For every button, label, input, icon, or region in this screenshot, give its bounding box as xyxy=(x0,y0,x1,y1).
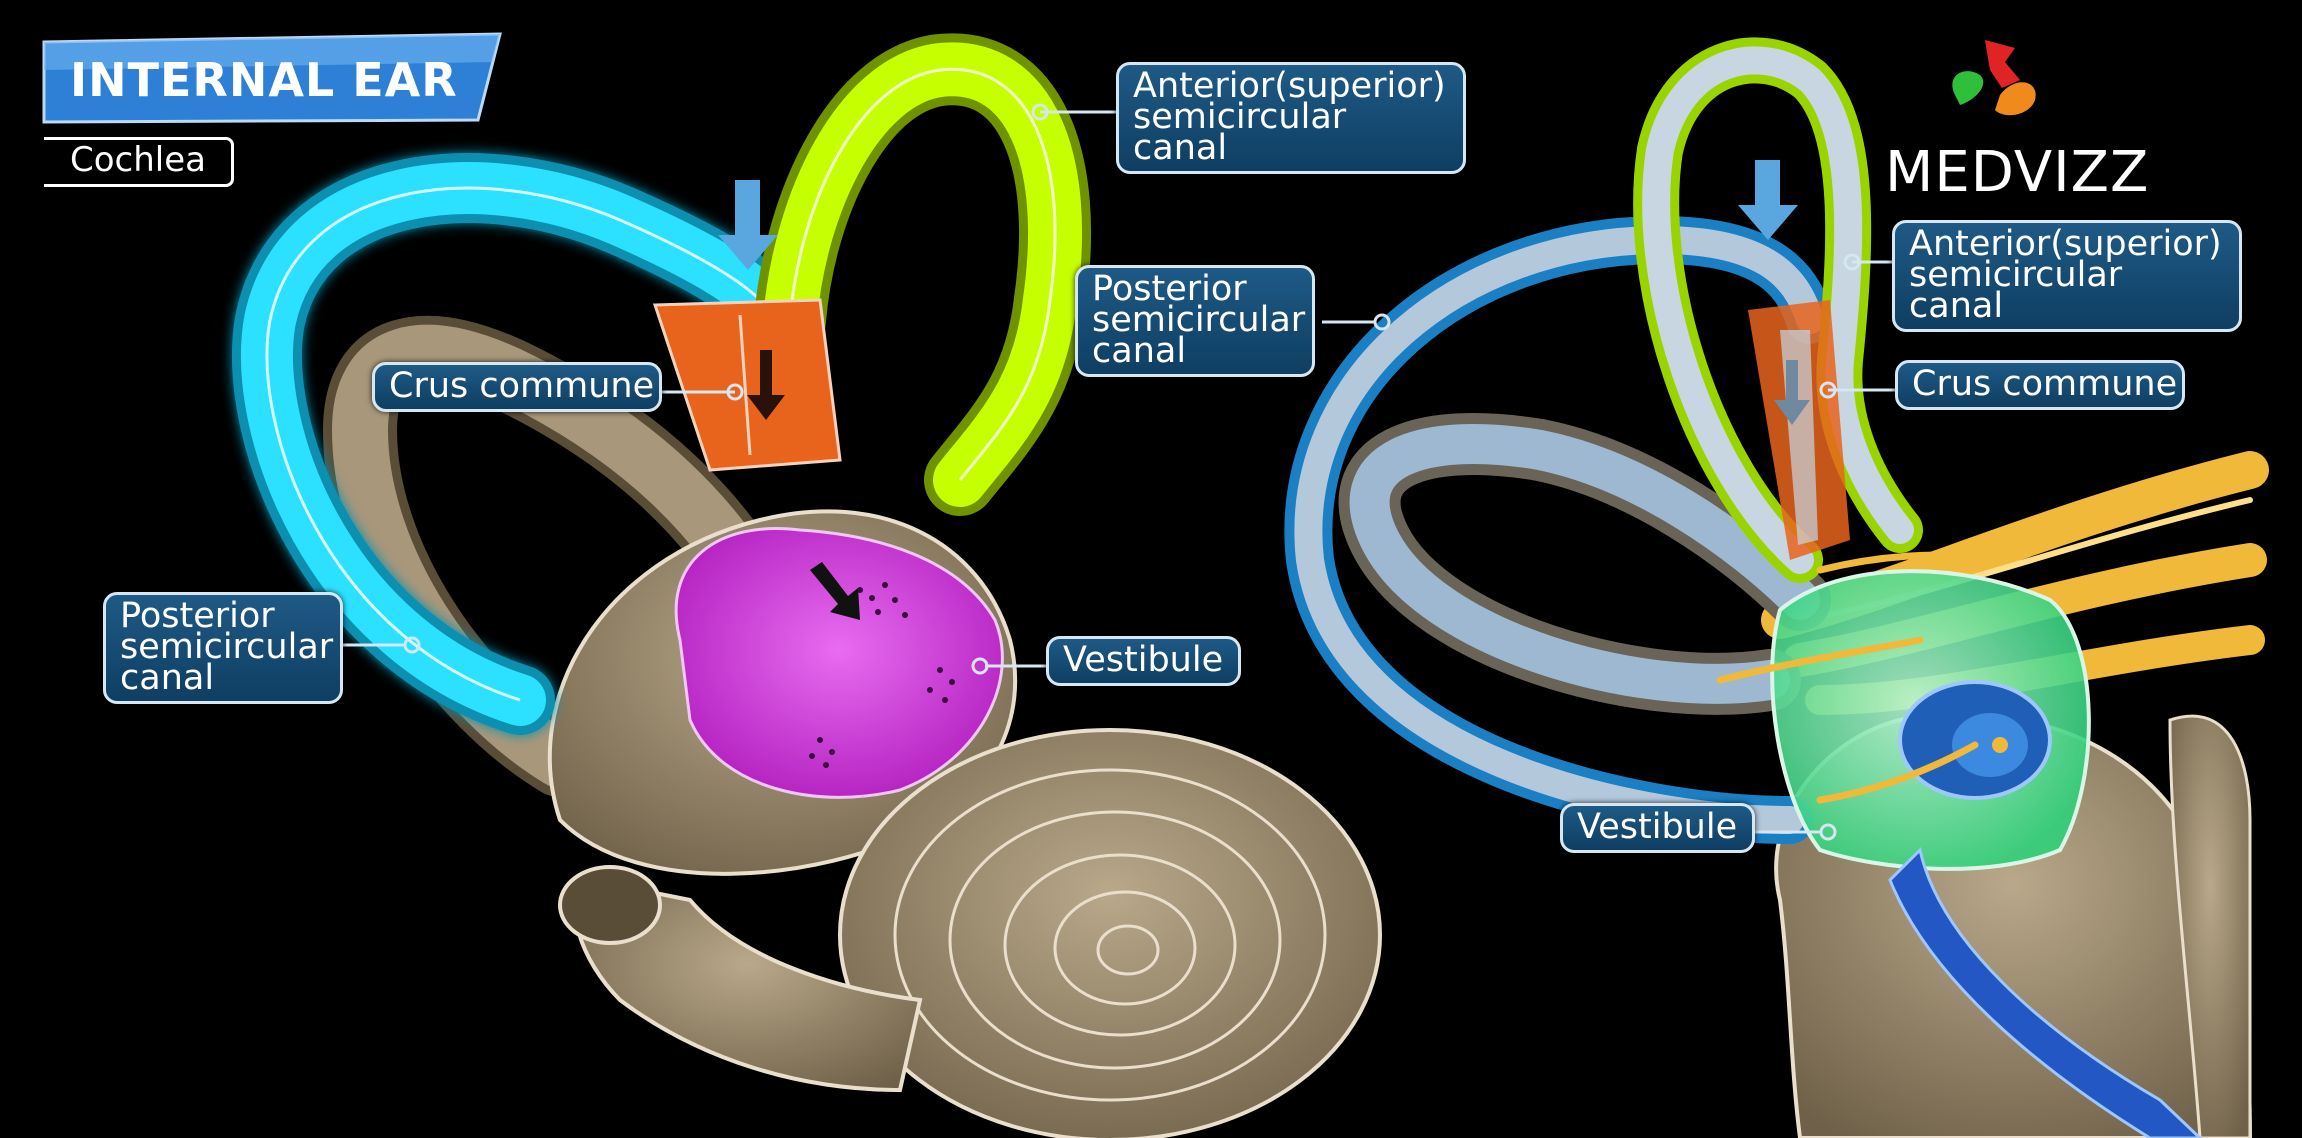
right-label-anterior-canal: Anterior(superior) semicircular canal xyxy=(1892,220,2242,332)
left-ear-illustration xyxy=(232,33,1382,1138)
left-label-crus-commune: Crus commune xyxy=(372,362,662,412)
left-label-anterior-canal: Anterior(superior) semicircular canal xyxy=(1116,62,1466,174)
left-vestibule-dots xyxy=(809,582,955,768)
right-label-vestibule: Vestibule xyxy=(1560,803,1755,853)
right-blue-arrow-icon xyxy=(1738,160,1798,240)
left-crus-arrow-icon xyxy=(747,350,785,420)
right-ear-illustration xyxy=(1284,37,2269,1138)
left-cochlea xyxy=(838,728,1382,1138)
right-label-crus-commune: Crus commune xyxy=(1895,360,2185,410)
left-label-posterior-canal: Posterior semicircular canal xyxy=(103,592,343,704)
left-leader-lines xyxy=(338,103,1116,675)
right-crus-arrow-icon xyxy=(1774,360,1810,425)
medvizz-logo-icon xyxy=(1952,40,2036,116)
right-label-posterior-canal: Posterior semicircular canal xyxy=(1075,265,1315,377)
left-label-vestibule: Vestibule xyxy=(1046,636,1241,686)
left-vestibule-arrow-icon xyxy=(810,562,860,620)
right-leader-lines xyxy=(1322,253,1895,841)
right-cochlear-duct xyxy=(1888,847,2203,1138)
left-blue-arrow-icon xyxy=(718,180,778,270)
brand-name: MEDVIZZ xyxy=(1885,140,2150,205)
page-title: INTERNAL EAR xyxy=(70,53,458,107)
subtitle-box xyxy=(44,137,234,187)
left-crus-commune xyxy=(652,298,842,472)
left-vestibule xyxy=(674,527,1004,799)
page-subtitle: Cochlea xyxy=(70,140,206,180)
left-lower-duct xyxy=(573,877,923,1093)
left-oval-window xyxy=(558,865,662,945)
